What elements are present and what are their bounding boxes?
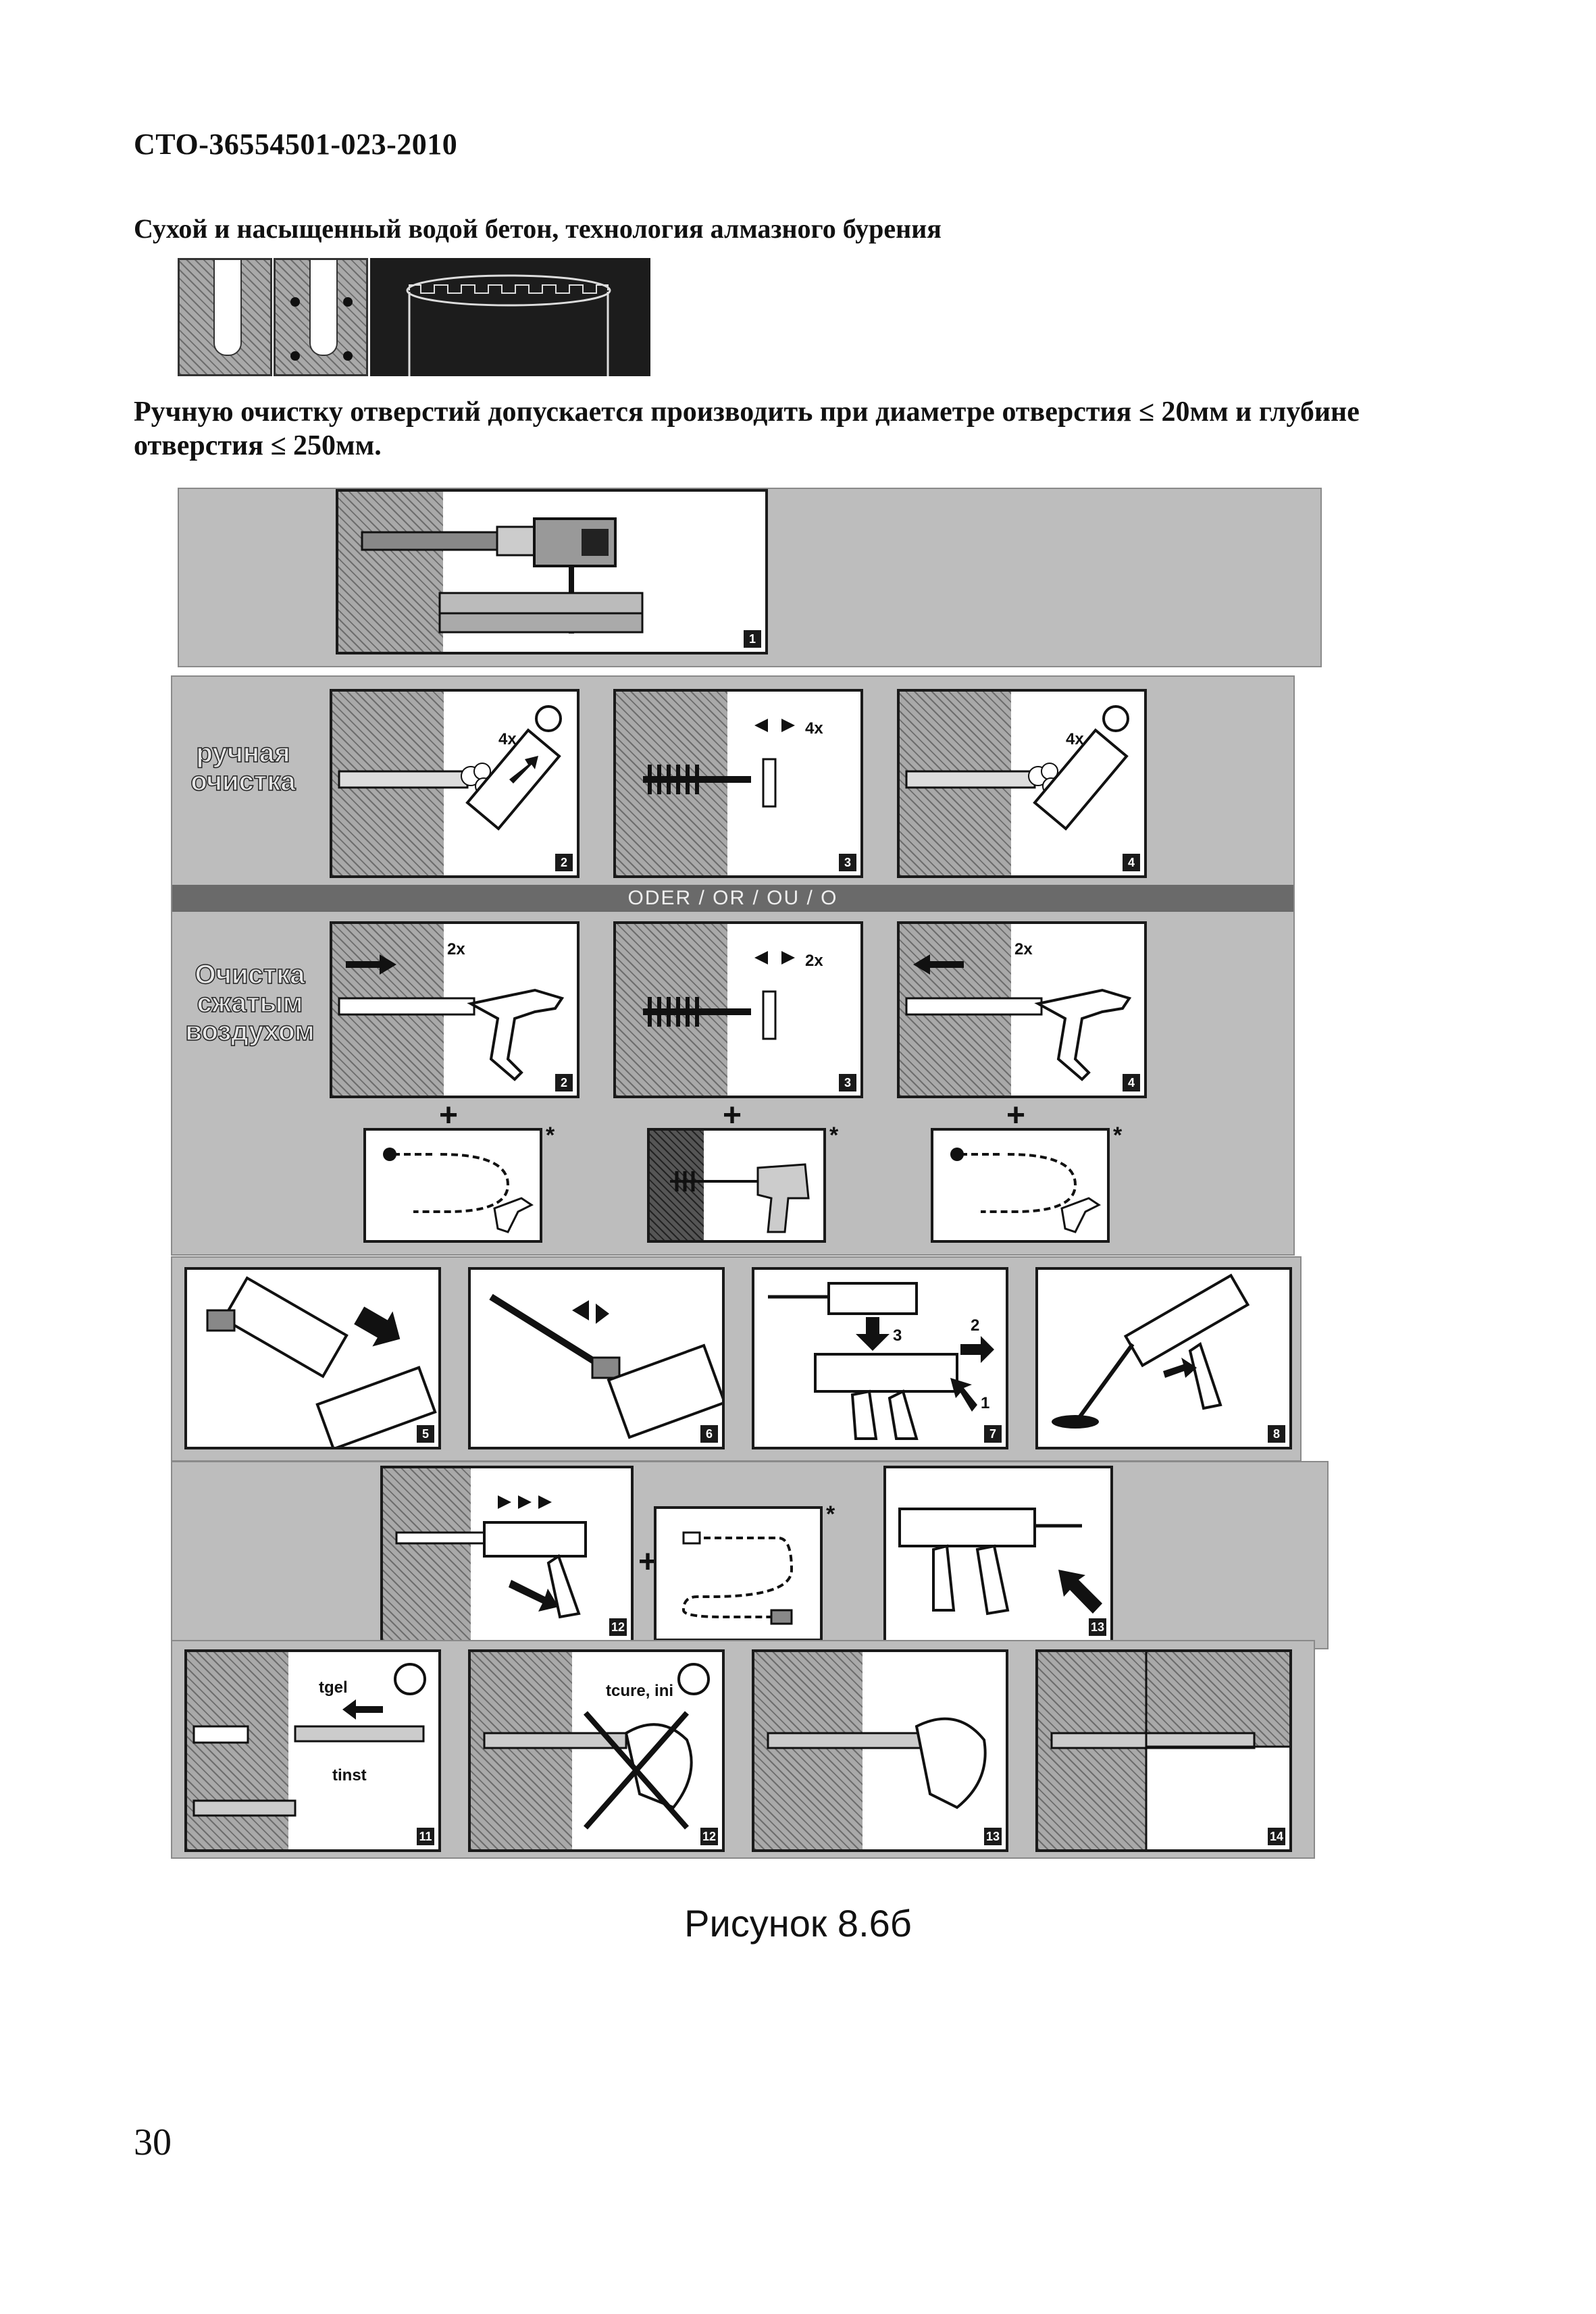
figure-caption: Рисунок 8.6б: [684, 1902, 912, 1945]
concrete-block-middle: [274, 258, 368, 376]
step-1-panel: 1: [178, 488, 1322, 667]
install-time-label: tinst: [332, 1766, 367, 1784]
diamond-core-bit-image: [370, 258, 650, 376]
step-6-frame: 6: [468, 1267, 725, 1449]
step-number-badge: 8: [1266, 1424, 1287, 1444]
step-number-badge: 13: [983, 1826, 1003, 1847]
air-nozzle-accessory-frame: [363, 1128, 542, 1243]
air-step-3-frame: 2x 3: [613, 921, 863, 1098]
cleaning-note: Ручную очистку отверстий допускается про…: [134, 396, 1360, 461]
document-code: СТО-36554501-023-2010: [134, 128, 458, 161]
step-number-badge: 7: [983, 1424, 1003, 1444]
manual-cleaning-label: ручная очистка: [190, 738, 297, 796]
setting-step-13-frame: 13: [752, 1649, 1008, 1852]
plus-sign: +: [439, 1098, 459, 1133]
step-number-badge: 2: [554, 852, 574, 873]
repeat-label: 4x: [498, 730, 517, 748]
air-step-2-frame: 2x 2: [330, 921, 580, 1098]
setting-step-12-frame: tcure, ini 12: [468, 1649, 725, 1852]
setting-step-14-frame: 14: [1035, 1649, 1292, 1852]
order-label: 1: [981, 1394, 989, 1412]
manual-step-2-frame: 4x 2: [330, 689, 580, 878]
plus-sign: +: [723, 1098, 742, 1133]
step-number-badge: 1: [742, 629, 763, 649]
compressed-air-cleaning-label: Очистка сжатым воздухом: [185, 960, 315, 1046]
step-number-badge: 3: [838, 852, 858, 873]
injection-step-12-frame: 12: [380, 1466, 634, 1643]
repeat-label: 2x: [1014, 940, 1033, 958]
gel-time-label: tgel: [319, 1678, 348, 1697]
section-subtitle: Сухой и насыщенный водой бетон, технолог…: [134, 213, 942, 244]
step-number-badge: 3: [838, 1073, 858, 1093]
step-7-frame: 2 1 3 7: [752, 1267, 1008, 1449]
drill-brush-accessory-frame: [647, 1128, 826, 1243]
manual-step-4-frame: 4x 4: [897, 689, 1147, 878]
cartridge-prep-panel: 5 6 2 1 3 7: [171, 1256, 1302, 1462]
step-5-frame: 5: [184, 1267, 441, 1449]
page-number: 30: [134, 2122, 172, 2163]
setting-step-11-frame: tgel tinst 11: [184, 1649, 441, 1852]
extension-tube-accessory-frame: [654, 1506, 823, 1641]
repeat-label: 4x: [805, 719, 823, 738]
step-number-badge: 12: [699, 1826, 719, 1847]
order-label: 2: [971, 1316, 979, 1335]
order-label: 3: [893, 1327, 902, 1345]
plus-sign: +: [1006, 1098, 1026, 1133]
optional-star: *: [546, 1123, 555, 1148]
step-number-badge: 12: [608, 1617, 628, 1637]
step-number-badge: 5: [415, 1424, 436, 1444]
alternative-separator: ODER / OR / OU / O: [172, 885, 1293, 912]
repeat-label: 2x: [447, 940, 465, 958]
repeat-label: 4x: [1066, 730, 1084, 748]
repeat-label: 2x: [805, 952, 823, 970]
step-number-badge: 14: [1266, 1826, 1287, 1847]
air-nozzle-accessory-frame-2: [931, 1128, 1110, 1243]
setting-panel: tgel tinst 11 tcure, ini 12 13: [171, 1640, 1315, 1859]
optional-star: *: [1113, 1123, 1123, 1148]
injection-panel: 12 + * 13: [171, 1461, 1329, 1649]
step-number-badge: 11: [415, 1826, 436, 1847]
step-number-badge: 4: [1121, 852, 1141, 873]
manual-step-3-frame: 4x 3: [613, 689, 863, 878]
injection-step-13-frame: 13: [883, 1466, 1113, 1643]
cleaning-panel: ручная очистка 4x 2 4x 3: [171, 675, 1295, 1256]
optional-star: *: [826, 1501, 835, 1527]
step-number-badge: 13: [1087, 1617, 1108, 1637]
step-number-badge: 4: [1121, 1073, 1141, 1093]
step-number-badge: 2: [554, 1073, 574, 1093]
step-1-frame: 1: [336, 489, 768, 654]
step-number-badge: 6: [699, 1424, 719, 1444]
optional-star: *: [829, 1123, 839, 1148]
drilling-illustration: [178, 258, 650, 376]
concrete-block-left: [178, 258, 272, 376]
step-8-frame: 8: [1035, 1267, 1292, 1449]
air-step-4-frame: 2x 4: [897, 921, 1147, 1098]
cure-time-label: tcure, ini: [606, 1682, 673, 1700]
